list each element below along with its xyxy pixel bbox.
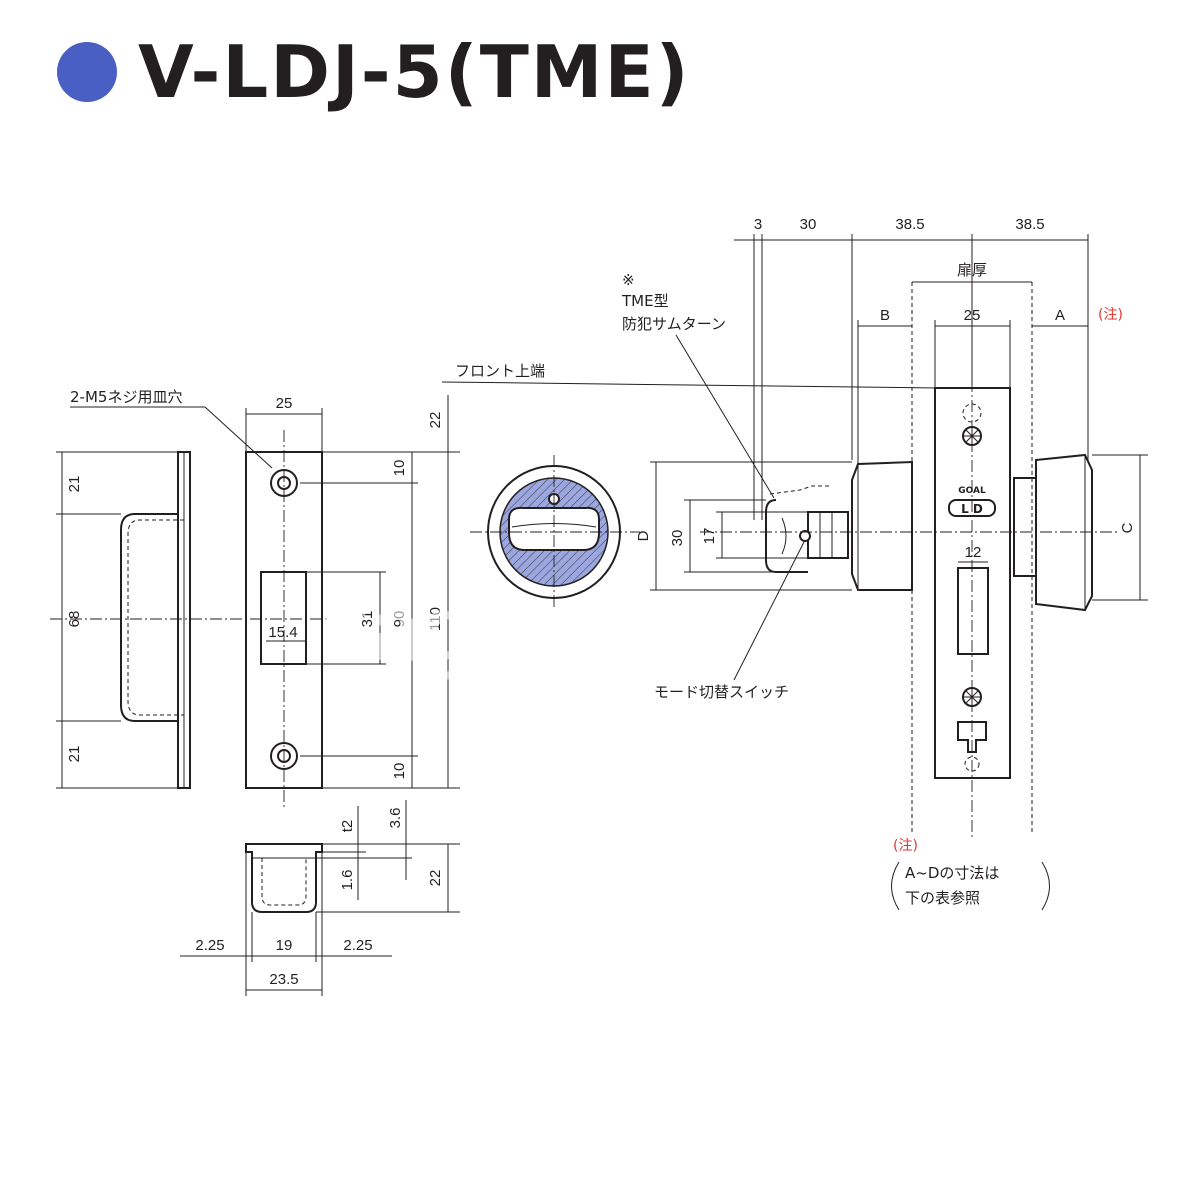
front-top-label: フロント上端 xyxy=(455,362,545,380)
strike-side-box xyxy=(120,513,178,722)
dim-3-label: 3 xyxy=(754,216,762,233)
dim-C-label: C xyxy=(1119,522,1136,533)
latch-stamp xyxy=(957,721,987,753)
dim-19-label: 19 xyxy=(276,937,293,954)
dim-22-box-label: 22 xyxy=(427,870,444,887)
note-bracket-right xyxy=(1041,861,1050,911)
lock-front-plate xyxy=(934,387,1011,779)
strike-front-view: 2-M5ネジ用皿穴 25 15.4 31 xyxy=(70,388,460,810)
dim-2-25-left-label: 2.25 xyxy=(195,937,224,954)
front-top-line xyxy=(441,381,939,389)
dim-38-5-right-label: 38.5 xyxy=(1015,216,1044,233)
mode-switch-knob[interactable] xyxy=(799,530,811,542)
front-hidden-screw-top xyxy=(962,403,982,423)
page-title: V-LDJ-5(TME) xyxy=(138,30,691,114)
front-screw-top-cross xyxy=(964,428,980,444)
tme-leader xyxy=(675,334,775,499)
dim-23-5-label: 23.5 xyxy=(269,971,298,988)
note-line1: A~Dの寸法は xyxy=(905,864,999,882)
screw-hole-leader xyxy=(204,406,273,469)
dim-2-25-right-label: 2.25 xyxy=(343,937,372,954)
title-bullet-dot xyxy=(57,42,117,102)
thumb-turn-spindle xyxy=(807,511,849,559)
strike-width-label: 25 xyxy=(276,395,293,412)
strike-side-box-inner xyxy=(127,519,184,716)
tme-label-line1: TME型 xyxy=(621,292,669,310)
dim-90-label: 90 xyxy=(391,611,408,628)
latch-opening xyxy=(260,571,307,665)
dim-10-bottom-label: 10 xyxy=(391,763,408,780)
front-screw-bottom-cross xyxy=(964,689,980,705)
dim-1-6-label: 1.6 xyxy=(339,870,356,891)
brand-ld-badge xyxy=(948,499,996,517)
lock-side-view: GOAL L D 12 C D xyxy=(635,282,1148,840)
dim-68-label: 68 xyxy=(66,611,83,628)
top-screw-hole-inner xyxy=(277,476,291,490)
bottom-screw-hole-inner xyxy=(277,749,291,763)
note-red-top: (注) xyxy=(1098,307,1123,323)
mode-switch-leader xyxy=(733,541,805,681)
dim-21-bottom-label: 21 xyxy=(66,746,83,763)
strike-side-plate xyxy=(177,451,191,789)
dim-31-label: 31 xyxy=(359,611,376,628)
door-thickness-label: 扉厚 xyxy=(957,261,987,279)
brand-goal: GOAL xyxy=(958,486,986,496)
strike-side-view: 21 68 21 xyxy=(50,451,230,789)
thumb-turn-face-view xyxy=(470,455,640,610)
strike-box-inner xyxy=(261,858,307,906)
top-screw-hole xyxy=(270,469,298,497)
dim-25-label: 25 xyxy=(964,307,981,324)
inner-escutcheon xyxy=(851,460,913,591)
front-hidden-screw-bottom xyxy=(964,756,980,772)
thumb-turn-side xyxy=(765,499,808,573)
dim-15-4-label: 15.4 xyxy=(268,624,297,641)
note-line2: 下の表参照 xyxy=(905,889,980,907)
note-red-bottom: (注) xyxy=(893,838,918,854)
deadbolt-opening xyxy=(957,567,989,655)
dim-21-top-label: 21 xyxy=(66,476,83,493)
note-group: (注) A~Dの寸法は 下の表参照 xyxy=(891,838,1050,911)
dim-3-6-label: 3.6 xyxy=(387,808,404,829)
dim-B-label: B xyxy=(880,307,890,324)
outer-collar xyxy=(1013,477,1037,577)
front-screw-bottom xyxy=(962,687,982,707)
dim-22-front-label: 22 xyxy=(427,412,444,429)
tme-label-group: ※ TME型 防犯サムターン xyxy=(621,271,775,499)
dim-10-top-label: 10 xyxy=(391,460,408,477)
thumb-turn-side-hidden xyxy=(769,485,830,495)
tme-label-line2: 防犯サムターン xyxy=(622,315,726,333)
dim-D-label: D xyxy=(635,530,652,541)
dim-A-label: A xyxy=(1055,307,1065,324)
mode-switch-label: モード切替スイッチ xyxy=(654,683,789,701)
outer-cylinder xyxy=(1035,453,1093,612)
dim-12-label: 12 xyxy=(965,544,982,561)
dim-17-label: 17 xyxy=(701,528,718,545)
dim-30-side-label: 30 xyxy=(669,530,686,547)
thumb-turn-grip-line xyxy=(781,517,787,555)
tme-mark: ※ xyxy=(622,271,635,289)
bottom-screw-hole xyxy=(270,742,298,770)
strike-box-outline xyxy=(245,843,323,913)
thumb-turn-knob[interactable] xyxy=(508,506,600,551)
top-dimensions: 3 30 38.5 38.5 扉厚 B 25 A (注) xyxy=(734,216,1123,520)
dim-110-label: 110 xyxy=(427,607,444,631)
front-screw-top xyxy=(962,426,982,446)
screw-hole-label: 2-M5ネジ用皿穴 xyxy=(70,388,182,406)
watermark: kagi.town xyxy=(318,578,742,680)
brand-ld: L D xyxy=(961,502,983,516)
front-top-reference: フロント上端 xyxy=(441,362,939,389)
dim-t2-label: t2 xyxy=(339,820,356,833)
strike-box-view: t2 1.6 3.6 22 2.25 19 2.25 23.5 xyxy=(180,800,460,996)
note-bracket-left xyxy=(891,861,900,911)
dim-30-label: 30 xyxy=(800,216,817,233)
dim-38-5-left-label: 38.5 xyxy=(895,216,924,233)
